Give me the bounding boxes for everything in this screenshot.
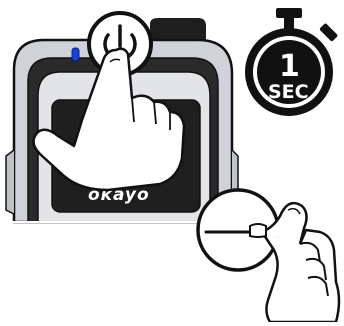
timer-unit: SEC [268, 81, 309, 103]
slide-hand-icon [196, 188, 341, 324]
timer-number: 1 [279, 49, 300, 84]
led-indicator [71, 47, 80, 62]
stopwatch-icon [245, 8, 338, 116]
pressing-hand-icon [32, 47, 186, 192]
